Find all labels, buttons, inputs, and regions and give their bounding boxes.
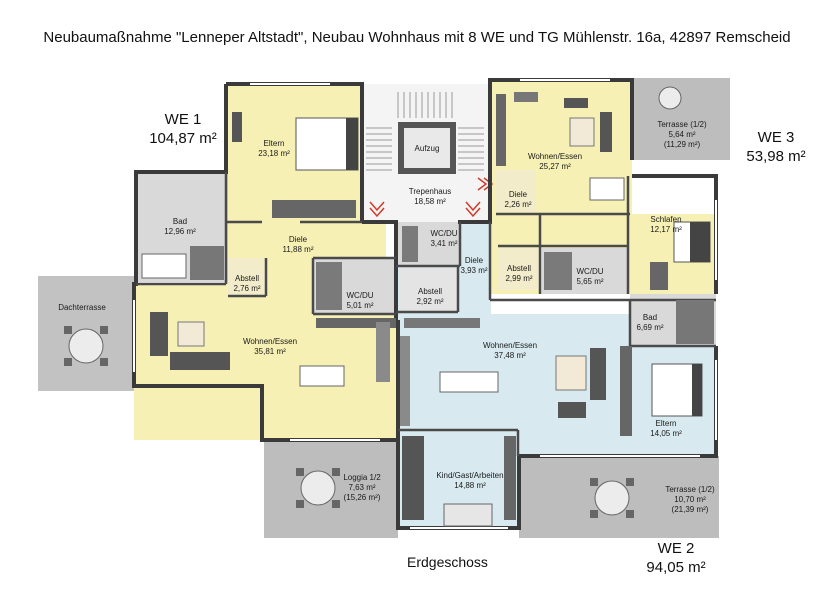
table-icon	[300, 470, 336, 506]
room-name: Abstell	[235, 274, 259, 283]
tile-wall	[544, 252, 572, 290]
floor-label: Erdgeschoss	[407, 554, 488, 570]
room-name: Diele	[509, 190, 528, 199]
interior-walls	[136, 172, 716, 456]
room-area: 14,88 m²	[454, 481, 486, 490]
kitchen-counter-icon	[316, 318, 396, 328]
tile-wall	[316, 262, 342, 310]
room-name: Abstell	[507, 264, 531, 273]
room-area: 37,48 m²	[494, 351, 526, 360]
room-area: 10,70 m²	[674, 495, 706, 504]
room-area: 5,65 m²	[576, 277, 603, 286]
we1-floor	[134, 84, 396, 440]
unit-label-we2: WE 2 94,05 m²	[626, 539, 726, 577]
room-name: Kind/Gast/Arbeiten	[436, 471, 503, 480]
page-title: Neubaumaßnahme "Lenneper Altstadt", Neub…	[43, 29, 791, 46]
tile-wall	[676, 300, 714, 344]
room-name: Dachterrasse	[58, 303, 106, 312]
sofa-icon	[590, 348, 606, 400]
room-name: Diele	[289, 235, 308, 244]
unit-area: 104,87 m²	[149, 130, 217, 147]
room-name: Diele	[465, 256, 484, 265]
room-name: Eltern	[656, 419, 677, 428]
unit-label-we1: WE 1 104,87 m²	[128, 110, 238, 148]
room-name: Terrasse (1/2)	[657, 120, 707, 129]
dining-table-icon	[439, 371, 499, 393]
room-area: 3,93 m²	[460, 266, 487, 275]
room-labels: Eltern 23,18 m² Bad 12,96 m² Diele 11,88…	[58, 120, 715, 514]
sofa-icon	[150, 312, 168, 356]
room-name: Wohnen/Essen	[243, 337, 297, 346]
terrasse-we3-area	[632, 78, 730, 160]
room-area: 12,17 m²	[650, 225, 682, 234]
room-area: 2,26 m²	[504, 200, 531, 209]
wardrobe-icon	[272, 200, 356, 218]
room-name: Bad	[643, 313, 657, 322]
room-area: 18,58 m²	[414, 197, 446, 206]
entry-arrow-icons	[369, 177, 494, 218]
room-area-total: (11,29 m²)	[664, 140, 701, 149]
room-area: 12,96 m²	[164, 227, 196, 236]
dining-table-icon	[589, 177, 625, 201]
staircase	[362, 84, 494, 222]
table-icon	[68, 328, 104, 364]
wardrobe-icon	[620, 346, 632, 436]
room-area: 3,41 m²	[430, 239, 457, 248]
room-area-total: (15,26 m²)	[344, 493, 381, 502]
room-name: Terrasse (1/2)	[665, 485, 715, 494]
room-name: Wohnen/Essen	[528, 152, 582, 161]
room-area: 35,81 m²	[254, 347, 286, 356]
room-area: 6,69 m²	[636, 323, 663, 332]
room-name: Aufzug	[415, 144, 440, 153]
elevator-shaft	[404, 128, 450, 168]
sofa-icon	[564, 98, 588, 108]
unit-name: WE 2	[657, 540, 695, 557]
room-name: WC/DU	[576, 267, 603, 276]
unit-name: WE 3	[757, 129, 795, 146]
room-name: Eltern	[264, 139, 285, 148]
unit-label-we3: WE 3 53,98 m²	[726, 128, 826, 166]
room-area: 2,99 m²	[505, 274, 532, 283]
room-name: Loggia 1/2	[343, 473, 381, 482]
room-area: 7,63 m²	[348, 483, 375, 492]
table-icon	[594, 480, 630, 516]
room-name: Wohnen/Essen	[483, 341, 537, 350]
kitchen-counter-icon	[400, 336, 410, 426]
windows	[133, 79, 717, 529]
room-area: 2,92 m²	[416, 297, 443, 306]
room-name: WC/DU	[430, 229, 457, 238]
desk-icon	[443, 503, 493, 527]
room-name: Schlafen	[650, 215, 681, 224]
unit-area: 94,05 m²	[646, 559, 706, 576]
room-name: Trepenhaus	[409, 187, 451, 196]
room-area: 5,64 m²	[668, 130, 695, 139]
tile-wall	[190, 246, 224, 280]
room-name: WC/DU	[346, 291, 373, 300]
bed-icon	[402, 436, 424, 520]
unit-name: WE 1	[164, 111, 202, 128]
unit-area: 53,98 m²	[746, 148, 806, 165]
room-area: 23,18 m²	[258, 149, 290, 158]
room-area: 11,88 m²	[283, 245, 314, 254]
room-area: 25,27 m²	[539, 162, 571, 171]
room-area: 2,76 m²	[233, 284, 260, 293]
furniture	[141, 92, 714, 527]
room-area: 5,01 m²	[346, 301, 373, 310]
table-icon	[658, 86, 682, 110]
room-area: 14,05 m²	[650, 429, 682, 438]
room-area-total: (21,39 m²)	[672, 505, 709, 514]
kitchen-counter-icon	[496, 94, 506, 166]
room-name: Bad	[173, 217, 187, 226]
outdoor-furniture	[64, 86, 682, 518]
room-name: Abstell	[418, 287, 442, 296]
bathtub-icon	[141, 253, 187, 279]
dining-table-icon	[299, 365, 345, 387]
